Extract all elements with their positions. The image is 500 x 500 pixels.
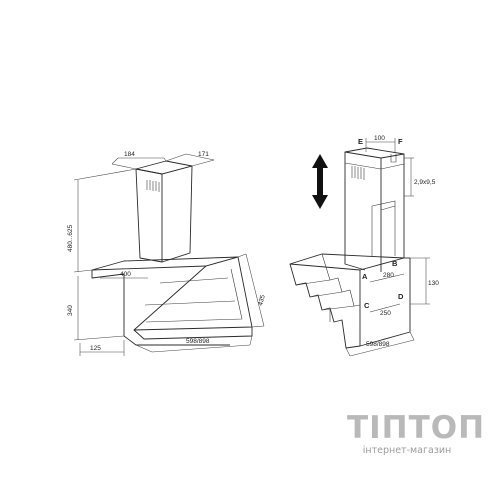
dim-glass-depth: 435	[257, 294, 267, 307]
dim-width-right: 598/898	[366, 341, 390, 348]
dim-offset: 125	[90, 345, 101, 352]
left-chimney-side	[161, 165, 193, 263]
dim-canopy-height: 340	[67, 305, 74, 316]
right-inner-chimney	[371, 200, 396, 256]
left-chimney-vents	[146, 180, 160, 192]
dim-ef: 100	[374, 135, 385, 142]
label-c: C	[364, 301, 370, 310]
left-glass-bottom	[133, 327, 253, 340]
label-e: E	[358, 137, 363, 146]
dim-height-right: 130	[428, 280, 439, 287]
dim-width-left: 598/898	[186, 338, 210, 345]
right-chimney-front	[344, 152, 366, 271]
left-glass-inner	[145, 268, 243, 323]
right-chimney-vents	[351, 166, 365, 180]
right-hood-view: E F 100 2,9x9,5 A B C D 280	[289, 135, 439, 357]
brand-name: ТІПТОП	[347, 410, 486, 446]
label-a: A	[362, 272, 368, 281]
right-canopy-box	[359, 258, 411, 347]
left-canopy-front	[123, 274, 230, 346]
brand-watermark: ТІПТОП інтернет-магазин	[347, 410, 486, 456]
left-canopy-edge	[91, 270, 125, 279]
left-chimney-front	[135, 168, 163, 263]
dim-chimney-depth: 171	[198, 151, 209, 158]
right-glass-steps	[289, 263, 361, 349]
dim-chimney-width: 184	[124, 151, 135, 158]
dim-ab: 280	[383, 272, 394, 279]
label-b: B	[392, 259, 398, 268]
brand-subtitle: інтернет-магазин	[362, 445, 452, 456]
label-f: F	[398, 137, 403, 146]
dim-chimney-height: 480...625	[67, 225, 74, 252]
left-hood-view: 184 171 480...625 340 400 435 598/898 12…	[67, 151, 267, 356]
right-canopy-top	[289, 253, 405, 271]
dim-cd: 250	[380, 310, 391, 317]
dim-hole: 2,9x9,5	[414, 179, 436, 186]
dim-canopy-depth: 400	[120, 271, 131, 278]
height-adjust-arrow-icon	[312, 154, 328, 209]
left-chimney-top	[135, 160, 193, 175]
label-d: D	[398, 292, 404, 301]
